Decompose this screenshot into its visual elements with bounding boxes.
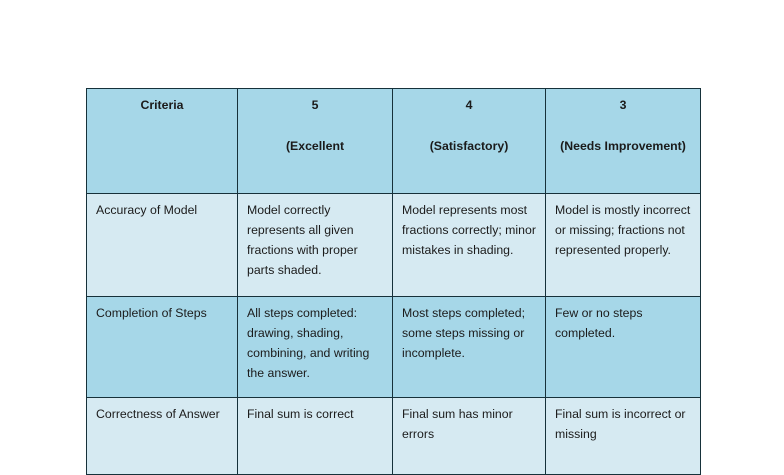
cell-criteria: Completion of Steps bbox=[86, 296, 238, 398]
header-desc-5: (Excellent bbox=[285, 138, 345, 153]
cell-criteria: Correctness of Answer bbox=[86, 397, 238, 475]
cell-level-4: Final sum has minor errors bbox=[392, 397, 546, 475]
header-cell-criteria: Criteria bbox=[86, 88, 238, 194]
table-row: Completion of Steps All steps completed:… bbox=[86, 296, 701, 398]
header-score-5: 5 bbox=[311, 98, 319, 112]
cell-level-5: Model correctly represents all given fra… bbox=[237, 193, 393, 297]
cell-level-3: Final sum is incorrect or missing bbox=[545, 397, 701, 475]
cell-criteria: Accuracy of Model bbox=[86, 193, 238, 297]
header-criteria-label: Criteria bbox=[140, 98, 184, 112]
table-row: Accuracy of Model Model correctly repres… bbox=[86, 193, 701, 297]
header-score-3: 3 bbox=[619, 98, 627, 112]
header-cell-score-5: 5 (Excellent bbox=[237, 88, 393, 194]
table-body: Accuracy of Model Model correctly repres… bbox=[86, 193, 701, 475]
cell-level-4: Model represents most fractions correctl… bbox=[392, 193, 546, 297]
cell-level-4: Most steps completed; some steps missing… bbox=[392, 296, 546, 398]
header-desc-3: (Needs Improvement) bbox=[560, 138, 686, 153]
header-cell-score-4: 4 (Satisfactory) bbox=[392, 88, 546, 194]
cell-level-5: All steps completed: drawing, shading, c… bbox=[237, 296, 393, 398]
table-row: Correctness of Answer Final sum is corre… bbox=[86, 397, 701, 475]
cell-level-3: Few or no steps completed. bbox=[545, 296, 701, 398]
cell-level-3: Model is mostly incorrect or missing; fr… bbox=[545, 193, 701, 297]
header-cell-score-3: 3 (Needs Improvement) bbox=[545, 88, 701, 194]
document-page: Criteria 5 (Excellent 4 (Satisfactory) 3… bbox=[86, 88, 701, 475]
cell-level-5: Final sum is correct bbox=[237, 397, 393, 475]
rubric-table: Criteria 5 (Excellent 4 (Satisfactory) 3… bbox=[86, 88, 701, 475]
table-header: Criteria 5 (Excellent 4 (Satisfactory) 3… bbox=[86, 88, 701, 194]
header-score-4: 4 bbox=[465, 98, 473, 112]
header-desc-4: (Satisfactory) bbox=[429, 138, 509, 153]
header-row: Criteria 5 (Excellent 4 (Satisfactory) 3… bbox=[86, 88, 701, 194]
